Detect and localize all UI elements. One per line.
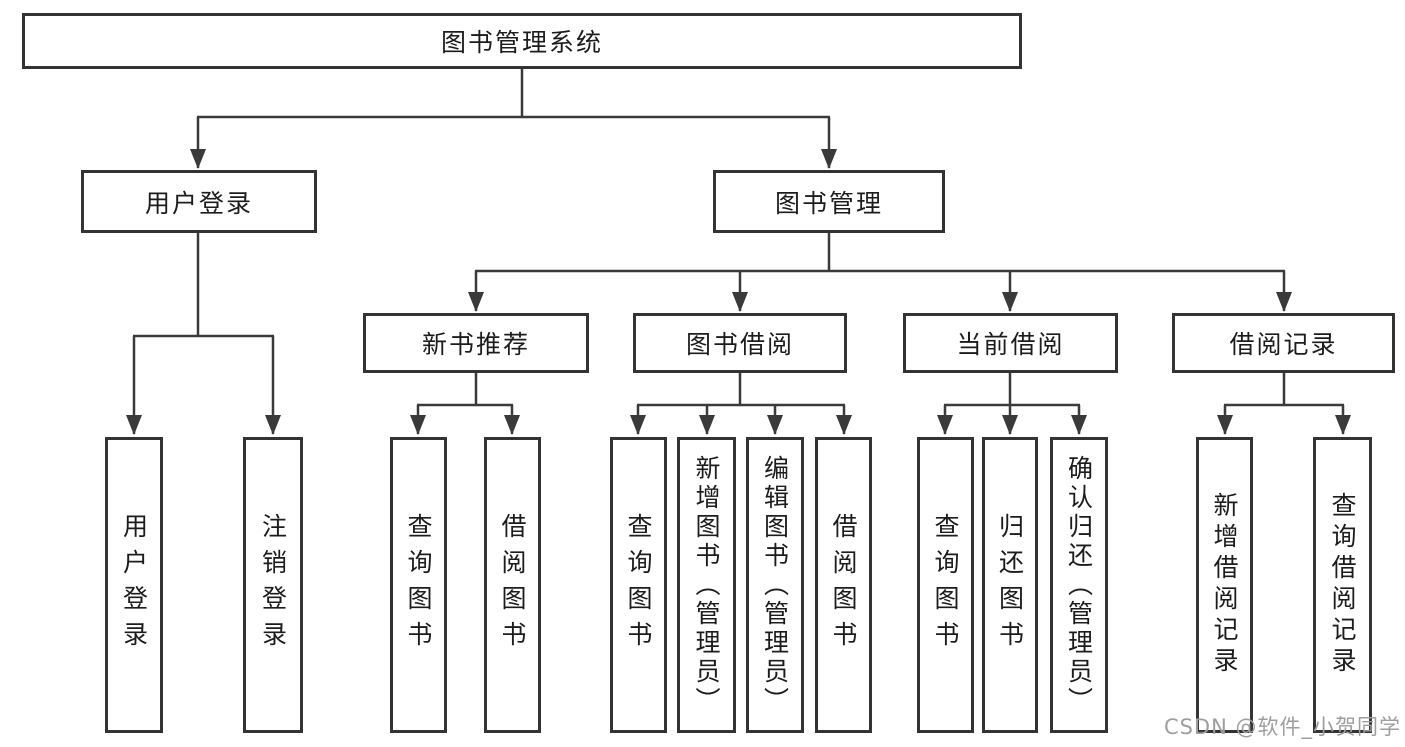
node-leaf-query-borrow-record: 查询借阅记录: [1313, 437, 1372, 733]
node-label: 查询图书: [931, 513, 960, 657]
node-leaf-borrow-books: 借阅图书: [815, 437, 872, 733]
node-label: 用户登录: [119, 513, 149, 657]
node-label: 图书管理: [774, 188, 883, 218]
node-label: 借阅图书: [829, 513, 858, 657]
node-library-system: 图书管理系统: [22, 13, 1022, 69]
node-label: 确认归还（管理员）: [1064, 454, 1094, 716]
node-label: 注销登录: [258, 513, 288, 657]
elbow-lines: [133, 69, 1344, 407]
node-leaf-query-books: 查询图书: [917, 437, 974, 733]
node-leaf-user-login: 用户登录: [105, 437, 163, 733]
node-leaf-add-borrow-record: 新增借阅记录: [1196, 437, 1253, 733]
node-user-login-group: 用户登录: [81, 170, 317, 233]
node-leaf-confirm-return-admin: 确认归还（管理员）: [1050, 437, 1108, 733]
node-leaf-logout: 注销登录: [243, 437, 303, 733]
node-label: 借阅记录: [1229, 330, 1338, 359]
node-leaf-borrow-books: 借阅图书: [484, 437, 541, 733]
node-label: 查询图书: [404, 513, 433, 657]
node-label: 图书管理系统: [440, 28, 603, 57]
node-new-book-recommend: 新书推荐: [363, 313, 589, 373]
node-book-management: 图书管理: [713, 170, 945, 233]
node-leaf-query-books: 查询图书: [390, 437, 447, 733]
node-leaf-query-books: 查询图书: [610, 437, 667, 733]
node-current-borrowing: 当前借阅: [903, 313, 1118, 373]
csdn-watermark: CSDN @软件_小贺同学: [1163, 715, 1401, 739]
node-label: 查询图书: [624, 513, 653, 657]
node-label: 查询借阅记录: [1328, 492, 1357, 678]
node-label: 新增图书（管理员）: [692, 454, 721, 716]
node-leaf-return-book: 归还图书: [982, 437, 1038, 733]
node-label: 用户登录: [144, 188, 253, 218]
node-label: 新增借阅记录: [1210, 492, 1239, 678]
arrow-lines: [126, 117, 1351, 435]
node-label: 图书借阅: [685, 330, 794, 359]
node-leaf-add-book-admin: 新增图书（管理员）: [677, 437, 736, 733]
node-label: 当前借阅: [956, 330, 1065, 359]
node-borrow-records: 借阅记录: [1172, 313, 1395, 373]
node-label: 归还图书: [995, 513, 1025, 657]
node-label: 借阅图书: [498, 513, 527, 657]
node-leaf-edit-book-admin: 编辑图书（管理员）: [746, 437, 804, 733]
node-label: 新书推荐: [421, 330, 530, 359]
node-book-borrowing: 图书借阅: [633, 313, 847, 373]
node-label: 编辑图书（管理员）: [760, 454, 790, 716]
